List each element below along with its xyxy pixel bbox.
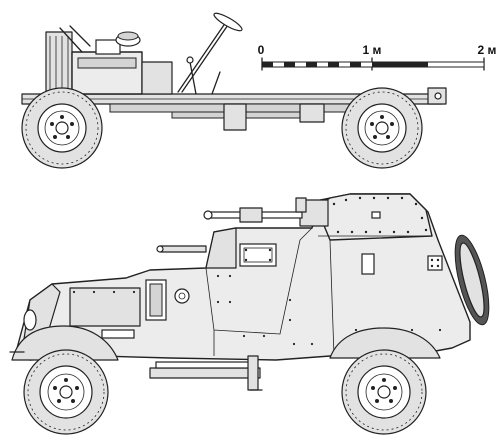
steering-column	[177, 21, 227, 93]
car-rear-wheel	[341, 349, 427, 435]
rear-fender	[329, 327, 441, 359]
turret-side-hatch	[361, 253, 375, 275]
turret	[203, 193, 433, 275]
chassis-side-view	[21, 12, 447, 169]
scale-tick-label-0: 0	[258, 43, 265, 57]
scale-bar: 0 1 м 2 м	[258, 43, 497, 71]
gun-sight	[295, 197, 307, 213]
rear-tool-box	[427, 255, 443, 271]
steering-wheel	[213, 12, 243, 32]
hand-brake-lever	[211, 71, 221, 95]
driver-vision-hatch	[239, 243, 277, 267]
engine-hood	[69, 279, 190, 339]
front-fender	[11, 325, 119, 361]
headlight	[23, 309, 37, 331]
turret-rivets	[332, 196, 428, 234]
spare-wheel	[454, 234, 490, 326]
hood-fuel-cap	[174, 288, 190, 304]
gear-lever	[189, 61, 197, 95]
engine-assembly	[45, 25, 173, 95]
gearbox	[141, 61, 173, 95]
scale-tick-label-2m: 2 м	[478, 43, 497, 57]
chassis-front-wheel	[21, 87, 103, 169]
hull-machine-gun	[159, 245, 207, 253]
hood-side-panel	[69, 287, 141, 327]
turret-vision-slit	[371, 211, 381, 219]
scale-tick-label-1m: 1 м	[363, 43, 382, 57]
rear-differential-housing	[299, 103, 325, 123]
hull-rivets	[72, 274, 442, 346]
steering-assembly	[177, 12, 243, 95]
cab-superstructure	[156, 227, 277, 269]
car-front-wheel	[23, 349, 109, 435]
side-jack	[155, 361, 257, 369]
chassis-rear-wheel	[341, 87, 423, 169]
armored-car-side-view	[9, 193, 490, 435]
running-board	[149, 355, 263, 391]
carburetor	[95, 39, 121, 55]
hood-lower-vent	[101, 329, 135, 339]
transfer-case	[223, 103, 247, 131]
scale-bar-segments	[262, 62, 428, 67]
